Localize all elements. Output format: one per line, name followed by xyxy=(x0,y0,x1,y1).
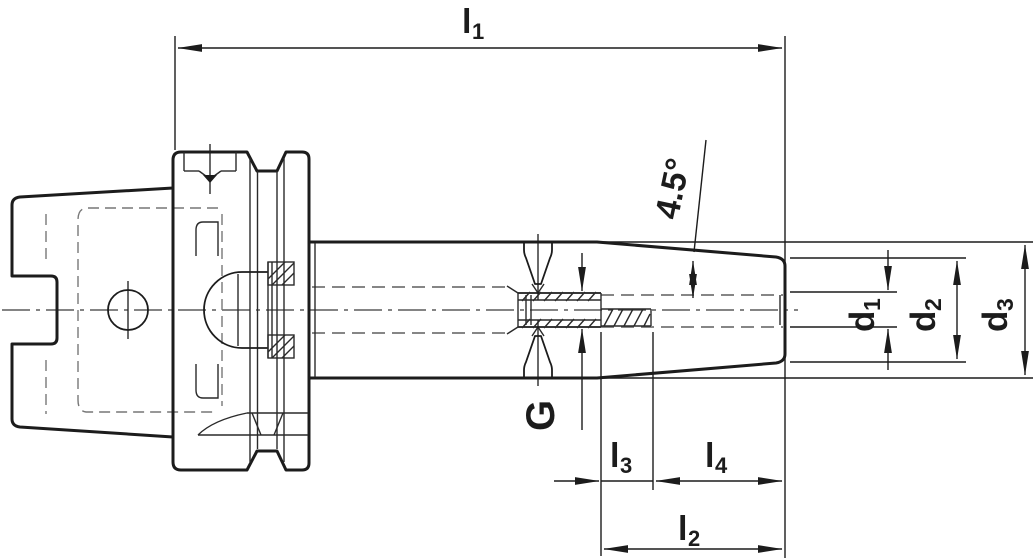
dimension-l2: l 2 xyxy=(603,510,783,553)
label-d2: d xyxy=(904,311,943,332)
flange-outline xyxy=(171,150,311,472)
label-l3-sub: 3 xyxy=(620,453,632,478)
body-details xyxy=(506,242,652,378)
label-l4-sub: 4 xyxy=(715,453,728,478)
label-l2: l xyxy=(678,510,687,548)
label-thread-g: G xyxy=(519,400,563,431)
dimension-d1: d 1 xyxy=(790,250,897,370)
coolant-tube-dome xyxy=(203,271,268,349)
label-d1-sub: 1 xyxy=(859,298,885,311)
dimension-taper-angle: 4.5° xyxy=(648,139,707,299)
dimension-l3-l4: l 3 l 4 xyxy=(554,332,783,556)
label-taper-angle: 4.5° xyxy=(648,155,698,222)
dimension-d2: d 2 xyxy=(790,257,966,363)
label-d1: d xyxy=(843,311,882,332)
label-d3-sub: 3 xyxy=(992,298,1018,311)
shank-details xyxy=(107,152,316,462)
label-d2-sub: 2 xyxy=(920,298,946,311)
label-d3: d xyxy=(976,311,1015,332)
dimension-l1: l 1 xyxy=(174,3,786,558)
hsk-shank-outline xyxy=(10,186,175,439)
label-l3: l xyxy=(610,437,619,475)
label-l2-sub: 2 xyxy=(688,526,700,551)
label-l4: l xyxy=(705,437,714,475)
label-l1-sub: 1 xyxy=(472,19,484,44)
side-hole xyxy=(107,289,149,331)
label-l1: l xyxy=(462,3,471,41)
slot-arrow-mark xyxy=(203,175,217,183)
hidden-lines xyxy=(45,207,783,414)
dimension-thread-g: G xyxy=(519,253,586,431)
dimension-d3: d 3 xyxy=(600,241,1033,379)
